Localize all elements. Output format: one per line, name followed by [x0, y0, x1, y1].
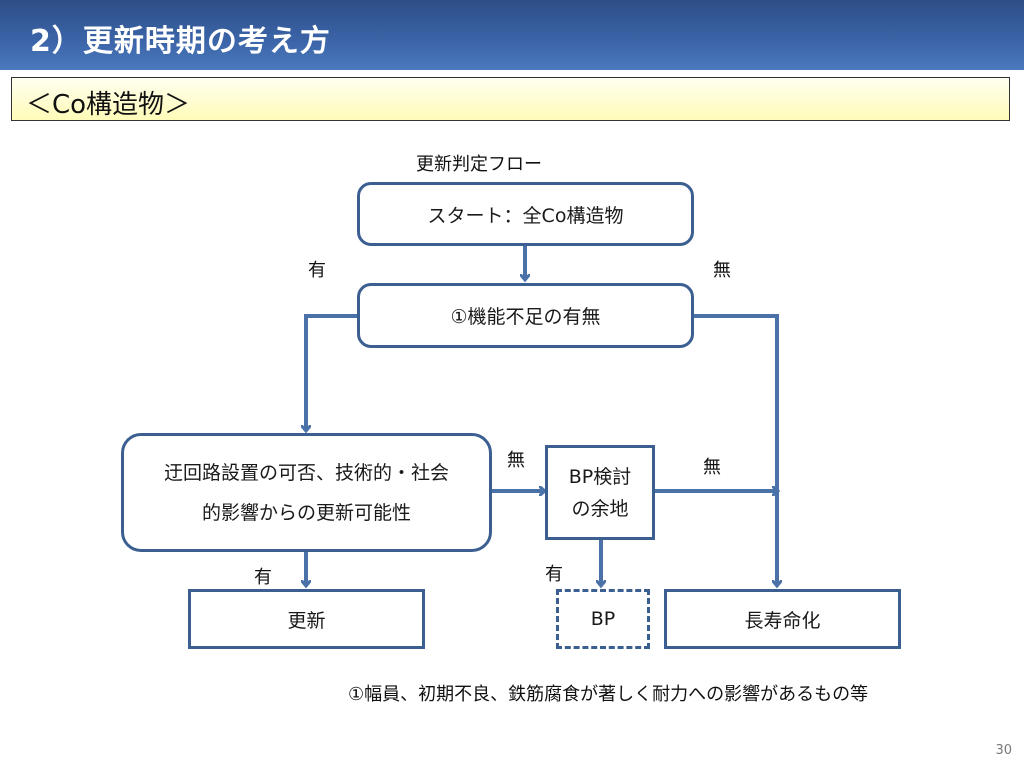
label-q1-yes: 有 [308, 260, 326, 281]
arrow-q1-to-extend [693, 314, 777, 585]
decision-renewal-feasibility-line1: 迂回路設置の可否、技術的・社会 [163, 461, 449, 484]
outcome-renew: 更新 [188, 589, 425, 649]
header-bar: 2）更新時期の考え方 [0, 0, 1024, 70]
label-q3-yes: 有 [545, 564, 563, 585]
decision-function-shortage: ①機能不足の有無 [357, 283, 694, 348]
page-number: 30 [995, 743, 1012, 758]
decision-function-shortage-label: ①機能不足の有無 [450, 306, 601, 328]
arrow-q1-to-q2 [306, 314, 358, 430]
section-banner: ＜Co構造物＞ [11, 77, 1010, 121]
label-q1-no: 無 [713, 260, 731, 281]
outcome-extend-life-label: 長寿命化 [744, 609, 821, 632]
footnote: ①幅員、初期不良、鉄筋腐食が著しく耐力への影響があるもの等 [348, 684, 869, 705]
outcome-bp: BP [556, 589, 650, 649]
decision-renewal-feasibility-line2: 的影響からの更新可能性 [201, 501, 411, 524]
start-node: スタート：全Co構造物 [357, 182, 694, 246]
start-node-label: スタート：全Co構造物 [427, 204, 624, 227]
flow-title: 更新判定フロー [416, 154, 542, 175]
outcome-renew-label: 更新 [287, 609, 326, 632]
decision-renewal-feasibility: 迂回路設置の可否、技術的・社会 的影響からの更新可能性 [121, 433, 492, 552]
outcome-extend-life: 長寿命化 [664, 589, 901, 649]
outcome-bp-label: BP [590, 608, 616, 630]
label-q3-no: 無 [703, 457, 721, 478]
page-title: 2）更新時期の考え方 [30, 24, 331, 59]
label-q2-no: 無 [507, 450, 525, 471]
decision-bp-room-line1: BP検討 [568, 465, 632, 488]
label-q2-yes: 有 [254, 567, 272, 588]
decision-bp-room-line2: の余地 [571, 497, 629, 520]
section-title: ＜Co構造物＞ [26, 90, 191, 120]
decision-bp-room: BP検討 の余地 [545, 445, 655, 540]
